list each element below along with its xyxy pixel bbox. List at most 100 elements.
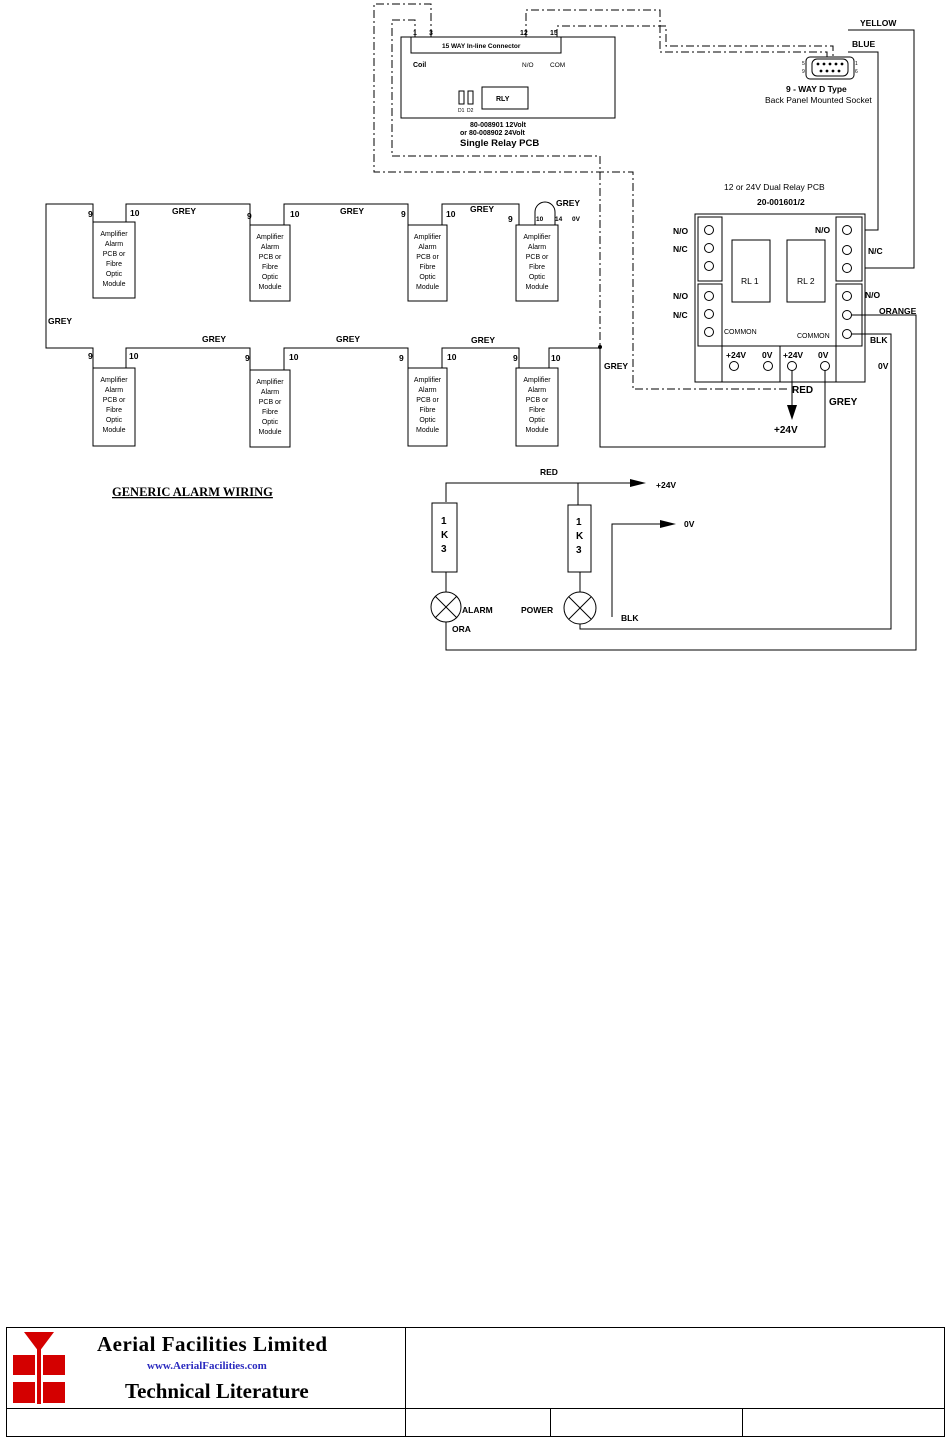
connector-pin-15: 15 (550, 30, 558, 37)
amplifier-module-text: Optic (106, 417, 123, 424)
left-common: COMMON (724, 329, 757, 336)
amplifier-module-text: Fibre (106, 407, 122, 414)
amplifier-module-text: Alarm (528, 244, 546, 251)
amplifier-module-text: Module (259, 429, 282, 436)
resistor-char: 1 (576, 517, 582, 528)
amplifier-module-text: Module (526, 427, 549, 434)
dual-relay-title: 12 or 24V Dual Relay PCB (724, 182, 825, 192)
footer-logo-cell: Aerial Facilities Limited www.AerialFaci… (6, 1327, 406, 1409)
relay-rly (481, 86, 529, 110)
amplifier-module-box (249, 224, 291, 302)
power-b-zero: 0V (818, 350, 829, 360)
relay-rl1 (731, 239, 771, 303)
d-socket-subtitle: Back Panel Mounted Socket (765, 95, 872, 105)
amplifier-module-text: Amplifier (256, 234, 284, 241)
dual-relay-pcb: 12 or 24V Dual Relay PCB 20-001601/2 RL … (673, 182, 883, 383)
footer-cell-1 (6, 1408, 406, 1437)
amplifier-module-text: Alarm (261, 389, 279, 396)
supply-0v-label: 0V (684, 519, 695, 529)
amplifier-module-text: PCB or (416, 254, 439, 261)
amplifier-module-box (515, 367, 559, 447)
d-socket-pin-1: 1 (855, 61, 858, 67)
company-tagline: Technical Literature (125, 1379, 309, 1403)
amplifier-module-text: PCB or (103, 397, 126, 404)
no-label: N/O (522, 62, 534, 69)
diode-d2 (467, 90, 474, 105)
amplifier-module-box (515, 224, 559, 302)
amplifier-module-text: PCB or (259, 254, 282, 261)
d-socket-pin-6: 6 (855, 69, 858, 75)
power-a-plus24: +24V (726, 350, 746, 360)
footer-title-cell (405, 1327, 945, 1409)
relay-rl2-label: RL 2 (797, 276, 815, 286)
d-socket-pins (816, 62, 844, 73)
lamp-power-label: POWER (521, 605, 553, 615)
wire-label-grey: GREY (336, 334, 360, 344)
wire-yellow (847, 29, 915, 269)
inline-connector (410, 36, 562, 54)
lamp-alarm-icon (430, 591, 462, 623)
amplifier-module-text: PCB or (526, 254, 549, 261)
amplifier-module-text: Alarm (528, 387, 546, 394)
amplifier-module-text: Optic (529, 417, 546, 424)
pin-label: 9 (399, 353, 404, 363)
pin-label: 9 (245, 353, 250, 363)
pin-label: 10 (129, 351, 139, 361)
pin-label: 0V (572, 216, 581, 223)
pin-label: 9 (508, 214, 513, 224)
wire-label-grey: GREY (556, 198, 580, 208)
amplifier-module-text: Optic (262, 419, 279, 426)
right-no-2: N/O (865, 290, 881, 300)
wire-label-grey: GREY (471, 335, 495, 345)
amplifier-module-text: Fibre (529, 264, 545, 271)
wire-label-blk: BLK (870, 335, 888, 345)
power-a-zero: 0V (762, 350, 773, 360)
right-no-1: N/O (815, 225, 831, 235)
grey-loop-link (534, 201, 556, 225)
single-relay-title: Single Relay PCB (460, 138, 539, 149)
lamp-power-icon (563, 591, 597, 625)
wire-orange (445, 314, 917, 651)
wire-label-yellow: YELLOW (860, 18, 897, 28)
footer-cell-2 (405, 1408, 551, 1437)
left-nc-2: N/C (673, 310, 688, 320)
amplifier-module-text: Fibre (262, 264, 278, 271)
junction-dot (598, 345, 602, 349)
wire-blk (579, 333, 892, 630)
amplifier-module-text: PCB or (103, 251, 126, 258)
resistor-char: K (576, 531, 584, 542)
amplifier-module-text: Alarm (418, 387, 436, 394)
amplifier-module-text: Optic (106, 271, 123, 278)
diode-d1 (458, 90, 465, 105)
amplifier-module-text: Alarm (105, 387, 123, 394)
footer-cell-4 (742, 1408, 945, 1437)
amplifier-module-box (407, 367, 448, 447)
left-no-1: N/O (673, 226, 689, 236)
indicator-lamp-circuit: RED +24V 0V 1 K 3 1 K 3 ALARM POWER ORA … (430, 467, 695, 634)
relay-rl2 (786, 239, 826, 303)
lamp-alarm-label: ALARM (462, 605, 493, 615)
right-nc-1: N/C (868, 246, 883, 256)
amplifier-module-box (407, 224, 448, 302)
pin-label: 10 (447, 352, 457, 362)
module-chain-labels: 9 10 GREY 9 10 GREY 9 10 GREY 9 10 14 0V… (48, 198, 581, 363)
diagram-title: GENERIC ALARM WIRING (112, 485, 273, 499)
resistor-char: 1 (441, 516, 447, 527)
supply-24v-label: +24V (656, 480, 676, 490)
amplifier-module-box (92, 221, 136, 299)
d-type-socket: 5 9 1 6 9 - WAY D Type Back Panel Mounte… (765, 56, 872, 105)
resistor-alarm (431, 502, 458, 573)
wire-label-grey: GREY (470, 204, 494, 214)
diode-d2-label: D2 (467, 108, 474, 114)
amplifier-module-text: PCB or (259, 399, 282, 406)
d-socket-pin-9: 9 (802, 69, 805, 75)
wire-label-grey: GREY (202, 334, 226, 344)
company-logo-icon (13, 1332, 65, 1404)
